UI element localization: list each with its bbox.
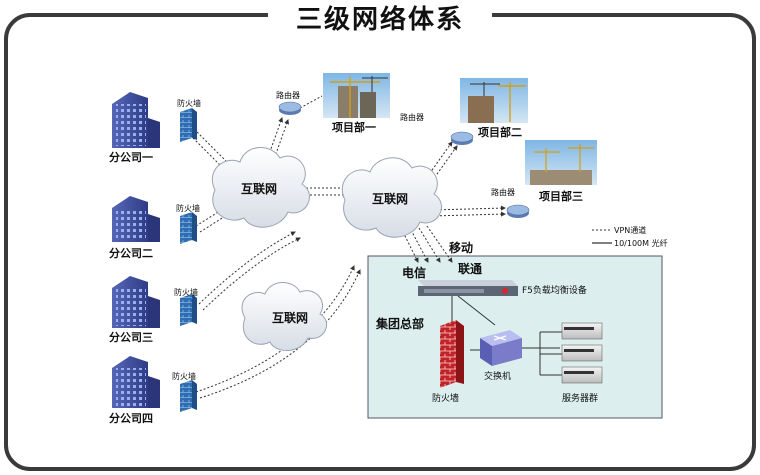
cloud-label-3: 互联网 — [272, 311, 309, 325]
project-site-photo-2 — [460, 78, 528, 123]
hq-firewall-icon — [440, 320, 464, 388]
branch-building-2 — [112, 196, 160, 242]
project-label-3: 项目部三 — [539, 190, 583, 203]
server-icon — [561, 322, 603, 340]
servers-label: 服务器群 — [562, 394, 599, 404]
firewall-label: 防火墙 — [176, 204, 200, 213]
branch-building-1 — [112, 92, 160, 148]
load-balancer-icon — [418, 280, 518, 296]
internet-cloud-1 — [212, 147, 310, 228]
router-icon — [278, 101, 302, 115]
server-icon — [561, 344, 603, 362]
branch-label-1: 分公司一 — [109, 151, 153, 164]
project-site-photo-3 — [525, 140, 597, 185]
router-label: 路由器 — [491, 188, 515, 197]
project-site-photo-1 — [323, 73, 390, 118]
firewall-icon — [180, 108, 197, 142]
cloud-label-1: 互联网 — [241, 182, 278, 196]
isp-label-unicom: 联通 — [458, 262, 483, 276]
branch-label-3: 分公司三 — [109, 331, 153, 344]
project-label-2: 项目部二 — [478, 126, 522, 139]
branch-building-4 — [112, 356, 160, 408]
load-balancer-label: F5负载均衡设备 — [522, 286, 587, 296]
firewall-icon — [180, 212, 197, 244]
firewall-label: 防火墙 — [174, 288, 198, 297]
internet-cloud-2 — [341, 157, 442, 238]
project-label-1: 项目部一 — [332, 121, 376, 134]
legend — [592, 229, 612, 244]
cloud-label-2: 互联网 — [372, 192, 409, 206]
internet-cloud-3 — [241, 282, 328, 351]
firewall-label: 防火墙 — [177, 99, 201, 108]
hq-internal-lines — [451, 295, 562, 376]
branch-label-2: 分公司二 — [109, 247, 153, 260]
isp-label-telecom: 电信 — [402, 266, 427, 280]
legend-vpn-label: VPN通道 — [614, 226, 647, 235]
server-icon — [561, 366, 603, 384]
isp-label-mobile: 移动 — [449, 241, 474, 255]
firewall-icon — [180, 380, 197, 412]
firewall-icon — [180, 294, 197, 326]
router-label: 路由器 — [276, 91, 300, 100]
branch-building-3 — [112, 276, 160, 328]
page-title: 三级网络体系 — [268, 0, 492, 40]
router-label: 路由器 — [400, 113, 424, 122]
branch-label-4: 分公司四 — [109, 412, 153, 425]
switch-label: 交换机 — [484, 372, 512, 382]
legend-fiber-label: 10/100M 光纤 — [614, 239, 668, 248]
hq-firewall-label: 防火墙 — [432, 394, 460, 404]
firewall-label: 防火墙 — [172, 372, 196, 381]
hq-label: 集团总部 — [376, 317, 425, 331]
switch-icon — [480, 330, 522, 366]
router-icon — [506, 204, 530, 218]
router-icon — [450, 131, 474, 145]
